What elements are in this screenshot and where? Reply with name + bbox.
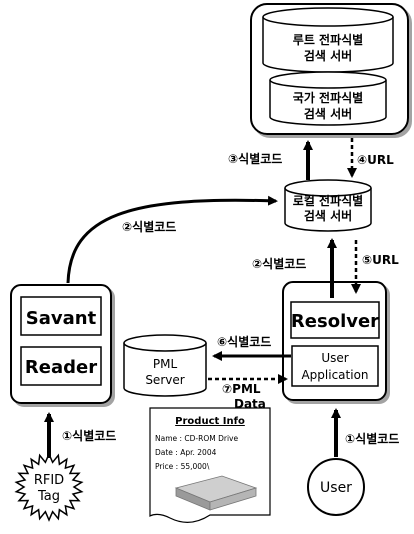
label-arrow-5: ⑤URL (362, 253, 399, 267)
national-server-label-1: 국가 전파식별 (293, 90, 363, 105)
label-arrow-6: ⑥식별코드 (217, 334, 271, 349)
pml-server-label-1: PML (153, 357, 178, 371)
reader-label: Reader (25, 357, 97, 378)
label-arrow-7-line2: Data (234, 397, 266, 411)
rfid-tag-label-2: Tag (37, 489, 60, 504)
resolver-box (290, 301, 380, 339)
savant-box (20, 296, 102, 336)
savant-label: Savant (26, 308, 97, 329)
national-server-label-2: 검색 서버 (304, 106, 352, 121)
label-arrow-1-tag: ①식별코드 (62, 428, 116, 443)
root-server-cylinder: 루트 전파식별 검색 서버 (262, 7, 394, 73)
root-server-group: 루트 전파식별 검색 서버 국가 전파식별 검색 서버 (250, 3, 409, 135)
root-server-label-1: 루트 전파식별 (293, 32, 363, 47)
rfid-tag-label-1: RFID (34, 473, 64, 488)
pml-server-label-2: Server (145, 373, 184, 387)
user-circle: User (307, 458, 365, 516)
label-arrow-7-line1: ⑦PML (222, 382, 261, 396)
arrow-savant-to-local-server (66, 195, 278, 284)
product-info-price: Price : 55,000\ (155, 462, 210, 471)
product-info-name: Name : CD-ROM Drive (155, 434, 238, 443)
label-arrow-1-user: ①식별코드 (345, 431, 399, 446)
label-arrow-3: ③식별코드 (228, 151, 282, 166)
pml-server-cylinder: PML Server (123, 334, 207, 397)
resolver-label: Resolver (291, 311, 379, 332)
user-application-box (291, 345, 379, 387)
cd-rom-drive-icon (174, 475, 258, 511)
user-application-label-2: Application (301, 368, 368, 382)
local-server-cylinder: 로컬 전파식별 검색 서버 (284, 179, 372, 232)
reader-box (20, 346, 102, 386)
rfid-tag: RFID Tag (14, 452, 84, 522)
resolver-device-box: Resolver User Application (282, 281, 387, 401)
product-info-date: Date : Apr. 2004 (155, 448, 217, 457)
national-server-cylinder: 국가 전파식별 검색 서버 (269, 71, 387, 126)
local-server-label-2: 검색 서버 (304, 208, 352, 223)
local-server-label-1: 로컬 전파식별 (293, 193, 363, 208)
label-arrow-2-reader: ②식별코드 (122, 219, 176, 234)
reader-device-box: Savant Reader (10, 284, 112, 404)
user-label: User (320, 480, 352, 496)
user-application-label-1: User (321, 351, 348, 365)
label-arrow-2-resolver: ②식별코드 (252, 256, 306, 271)
label-arrow-4: ④URL (357, 153, 394, 167)
root-server-label-2: 검색 서버 (304, 48, 352, 63)
product-info-title: Product Info (175, 416, 245, 427)
product-info-document: Product Info Name : CD-ROM Drive Date : … (149, 407, 271, 523)
